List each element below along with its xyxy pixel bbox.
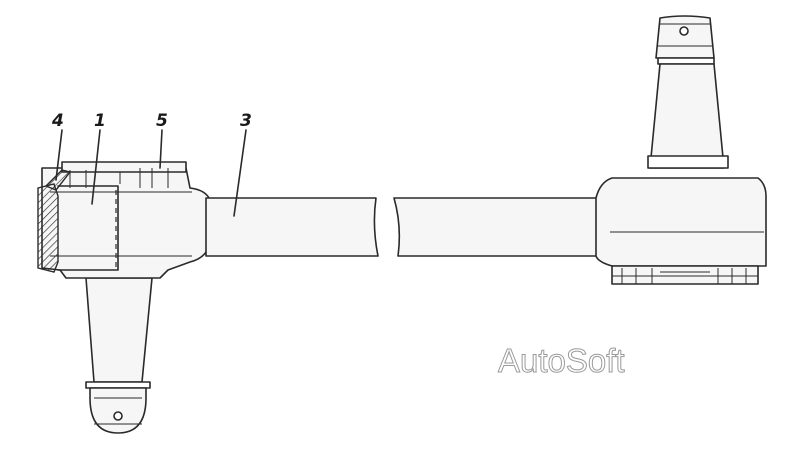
left-retainer-ring bbox=[61, 161, 187, 173]
callout-4: 4 bbox=[51, 111, 64, 181]
svg-text:4: 4 bbox=[51, 111, 64, 131]
left-pin-hole bbox=[113, 411, 123, 421]
right-pin-tip bbox=[655, 15, 715, 59]
svg-text:3: 3 bbox=[240, 111, 252, 131]
tube-left-segment bbox=[205, 197, 379, 257]
svg-text:1: 1 bbox=[94, 111, 106, 131]
tie-rod-tube bbox=[205, 197, 599, 257]
right-ball-pin bbox=[647, 15, 729, 169]
callout-3: 3 bbox=[233, 111, 252, 217]
watermark: AutoSoft bbox=[498, 342, 625, 379]
callout-1: 1 bbox=[91, 111, 106, 205]
svg-text:5: 5 bbox=[156, 111, 168, 131]
left-ball-pin bbox=[85, 277, 153, 434]
left-socket-housing bbox=[37, 161, 211, 279]
tube-right-segment bbox=[393, 197, 599, 257]
right-retainer-ring bbox=[611, 265, 759, 285]
right-pin-hole bbox=[679, 26, 689, 36]
right-socket-housing bbox=[595, 177, 767, 285]
left-pin-tip bbox=[89, 387, 147, 434]
left-cap-section bbox=[37, 183, 59, 273]
callout-5: 5 bbox=[156, 111, 168, 169]
